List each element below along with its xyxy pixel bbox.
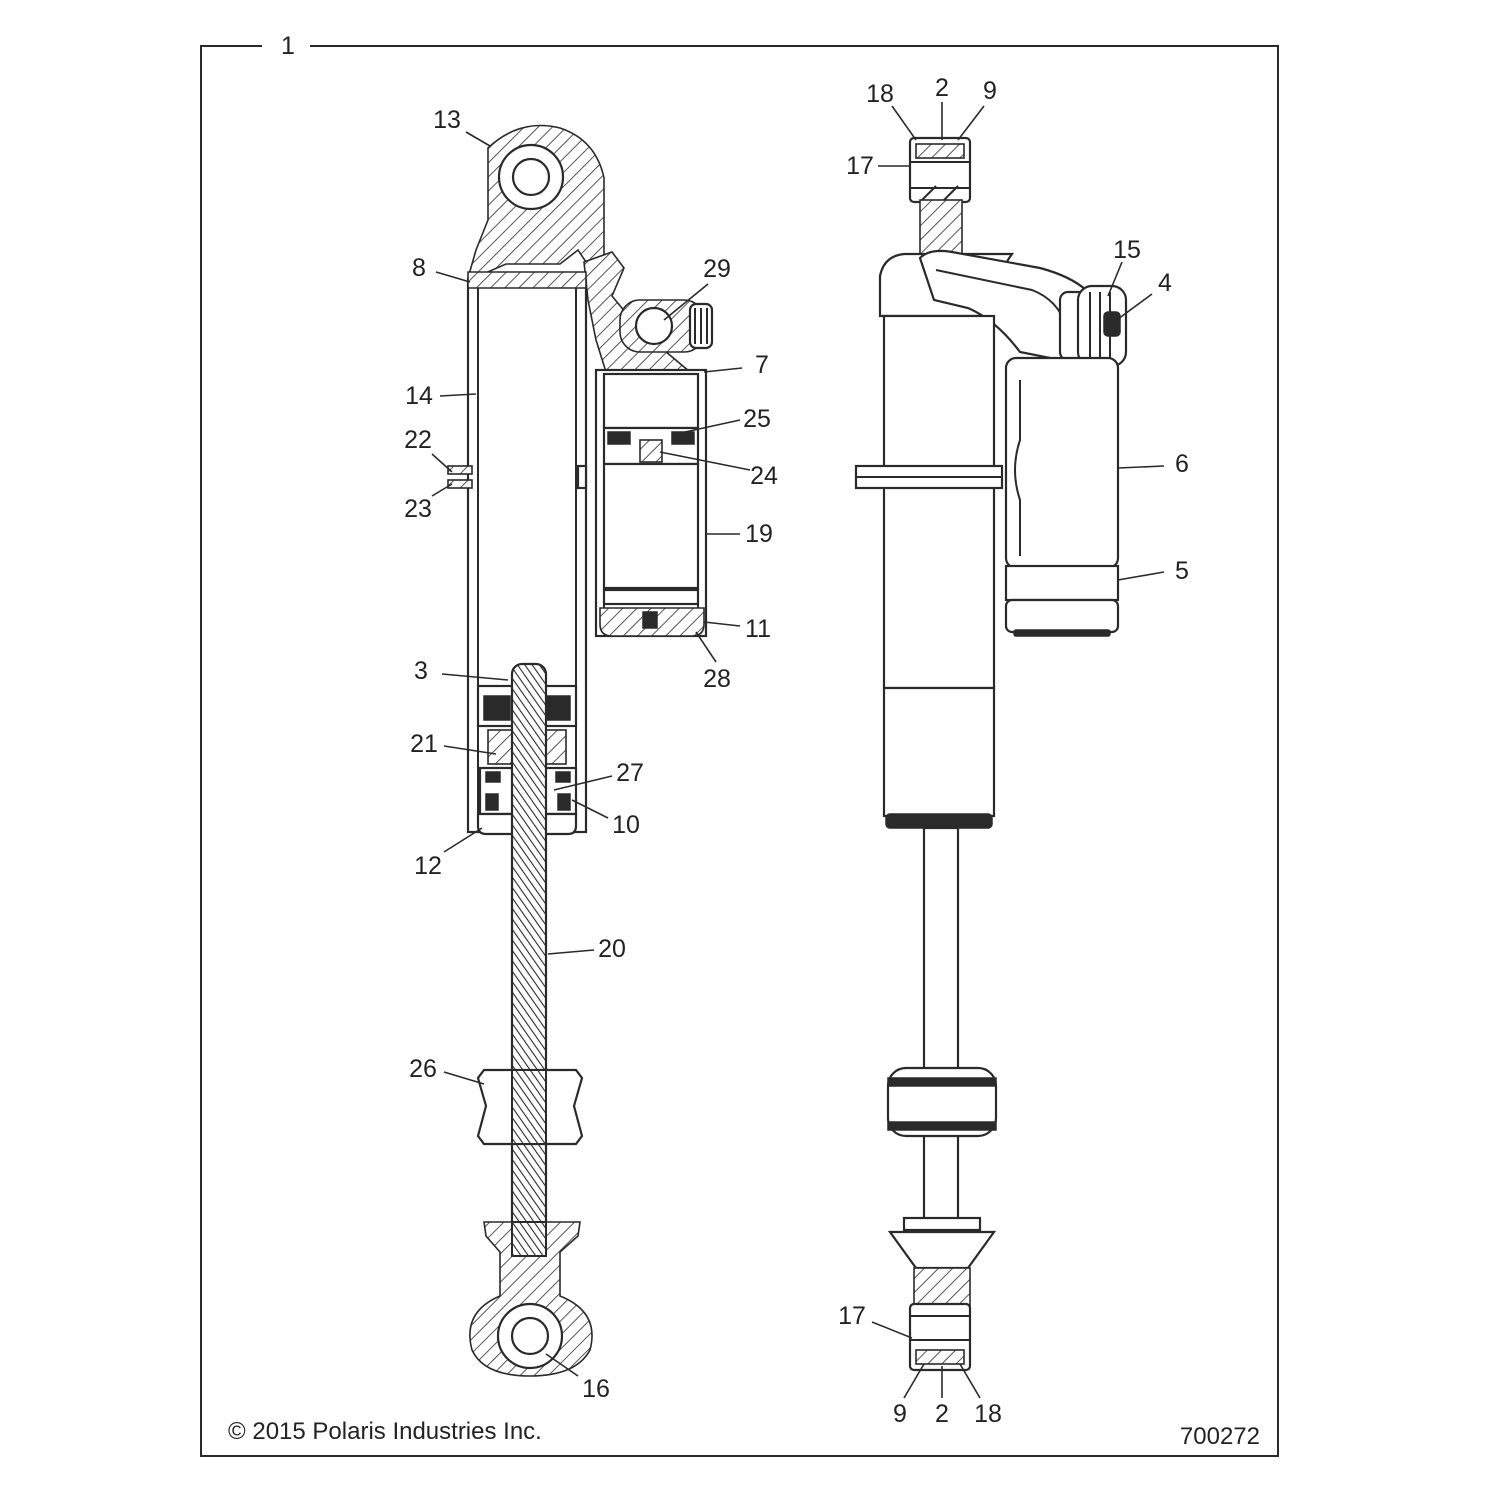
callout-17-top: 17	[846, 152, 874, 180]
callout-9-bottom: 9	[893, 1400, 907, 1428]
rebound-adjuster-knob	[1058, 284, 1128, 368]
callout-28: 28	[703, 665, 731, 693]
callout-19: 19	[745, 520, 773, 548]
bottom-spherical-bearing	[908, 1302, 972, 1372]
top-spherical-bearing	[908, 136, 972, 204]
callout-6: 6	[1175, 450, 1189, 478]
callout-26: 26	[409, 1055, 437, 1083]
compression-adjuster-knob	[619, 299, 714, 353]
callout-8: 8	[412, 254, 426, 282]
body-lower	[882, 686, 996, 818]
copyright-notice: © 2015 Polaris Industries Inc.	[228, 1418, 542, 1445]
top-eyelet-bore	[511, 157, 551, 197]
bump-stop-exterior	[886, 1066, 998, 1138]
callout-29: 29	[703, 255, 731, 283]
reservoir-section	[594, 368, 708, 638]
callout-9-top: 9	[983, 77, 997, 105]
top-mount-stem	[919, 199, 963, 259]
callout-14: 14	[405, 382, 433, 410]
diagram-frame	[200, 45, 1279, 1457]
right-shock-exterior	[854, 136, 1128, 1372]
piston-shaft	[510, 662, 548, 1258]
callout-4: 4	[1158, 269, 1172, 297]
callouts-right: 18 2 9 17 15 4 6 5 17 9 2 18	[838, 74, 1189, 1428]
callout-24: 24	[750, 462, 778, 490]
leader-lines	[431, 102, 1165, 1399]
bottom-eyelet-cone	[887, 1230, 997, 1270]
callout-17-bottom: 17	[838, 1302, 866, 1330]
figure-number: 700272	[1180, 1423, 1260, 1450]
callout-20: 20	[598, 935, 626, 963]
callout-2-top: 2	[935, 74, 949, 102]
callout-25: 25	[743, 405, 771, 433]
frame-label: 1	[281, 32, 295, 60]
callout-11: 11	[745, 615, 771, 643]
callout-12: 12	[414, 852, 442, 880]
body-seal-ring	[885, 813, 993, 829]
callout-16: 16	[582, 1375, 610, 1403]
bottom-mount-stem	[913, 1267, 971, 1309]
callout-3: 3	[414, 657, 428, 685]
callout-22: 22	[404, 426, 432, 454]
callout-15: 15	[1113, 236, 1141, 264]
callout-27: 27	[616, 759, 644, 787]
callout-18-top: 18	[866, 80, 894, 108]
reservoir-exterior	[1004, 356, 1120, 637]
preload-ring	[447, 464, 588, 490]
body-upper	[882, 314, 996, 690]
callout-10: 10	[612, 811, 640, 839]
callout-18-bottom: 18	[974, 1400, 1002, 1428]
callout-7: 7	[755, 351, 769, 379]
callout-21: 21	[410, 730, 438, 758]
callout-13: 13	[433, 106, 461, 134]
callout-5: 5	[1175, 557, 1189, 585]
callouts-left: 13 8 29 7 14 25 22 24 23 19 11 28 3 21 2…	[404, 106, 778, 1403]
callout-2-bottom: 2	[935, 1400, 949, 1428]
left-shock-cross-section	[447, 124, 714, 1377]
callout-23: 23	[404, 495, 432, 523]
